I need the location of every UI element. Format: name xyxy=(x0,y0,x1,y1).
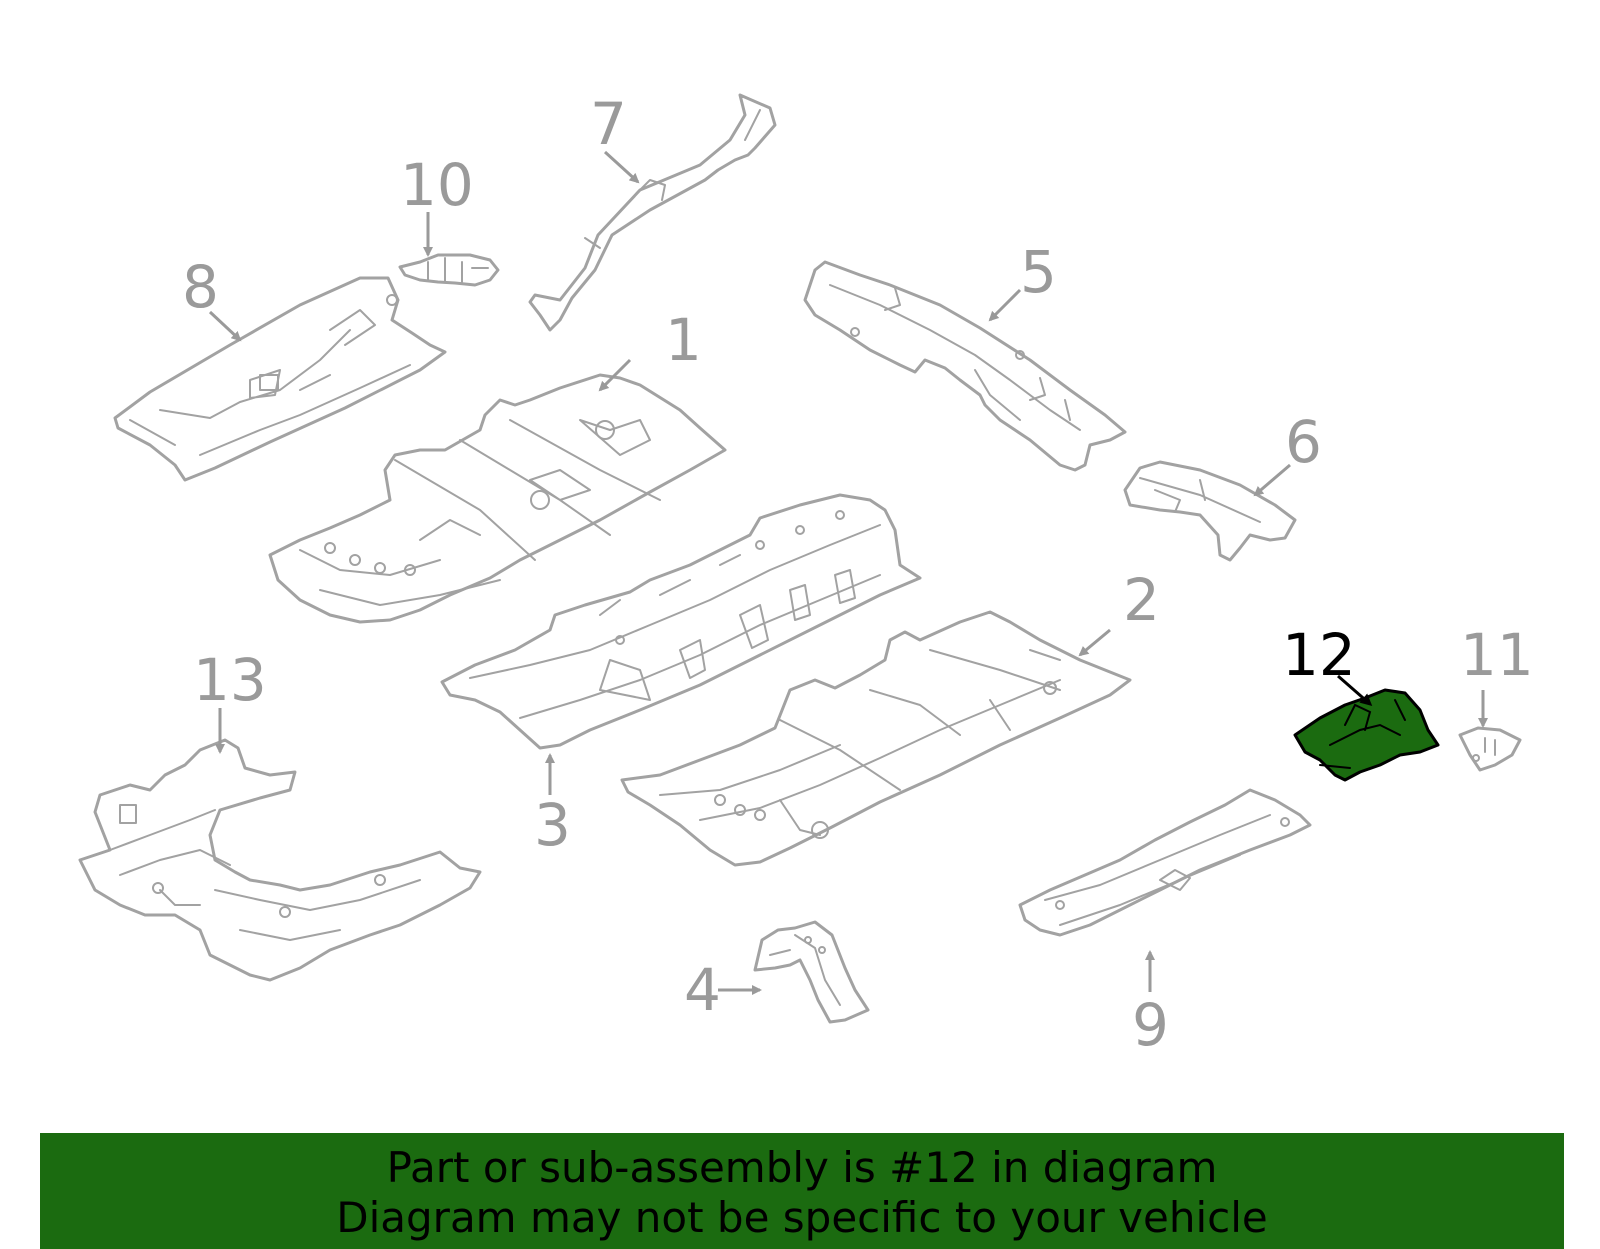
callout-8: 8 xyxy=(182,253,219,321)
callout-2: 2 xyxy=(1123,566,1160,634)
callout-13: 13 xyxy=(193,646,267,714)
callout-3: 3 xyxy=(534,791,571,859)
callout-7: 7 xyxy=(590,90,627,158)
part-10-bracket[interactable] xyxy=(398,253,500,287)
callout-labels: 1 2 3 4 5 6 7 8 9 10 11 12 13 xyxy=(182,90,1534,1059)
part-12-highlighted[interactable] xyxy=(1293,688,1440,782)
part-5-side-member[interactable] xyxy=(803,260,1127,472)
part-6-cross-member[interactable] xyxy=(1123,460,1297,562)
part-11-plate[interactable] xyxy=(1458,726,1522,772)
info-banner: Part or sub-assembly is #12 in diagram D… xyxy=(40,1133,1564,1249)
part-7-rail[interactable] xyxy=(528,93,777,332)
banner-line-2: Diagram may not be specific to your vehi… xyxy=(336,1193,1268,1242)
callout-10: 10 xyxy=(400,151,474,219)
callout-leaders xyxy=(208,150,1488,995)
part-4-support-bracket[interactable] xyxy=(753,920,870,1024)
callout-4: 4 xyxy=(684,956,721,1024)
part-13-front-under-panel[interactable] xyxy=(78,738,482,982)
part-9-rear-under-panel[interactable] xyxy=(1018,788,1312,937)
callout-6: 6 xyxy=(1285,408,1322,476)
callout-11: 11 xyxy=(1460,621,1534,689)
part-8-underbody-panel[interactable] xyxy=(113,276,447,482)
part-2-floor-pan-rear[interactable] xyxy=(620,610,1132,867)
callout-12: 12 xyxy=(1282,621,1356,689)
part-3-floor-main[interactable] xyxy=(440,493,922,750)
callout-1: 1 xyxy=(665,306,702,374)
callout-5: 5 xyxy=(1020,238,1057,306)
callout-9: 9 xyxy=(1132,991,1169,1059)
banner-line-1: Part or sub-assembly is #12 in diagram xyxy=(386,1143,1218,1192)
part-1-floor-pan-front[interactable] xyxy=(268,373,727,624)
